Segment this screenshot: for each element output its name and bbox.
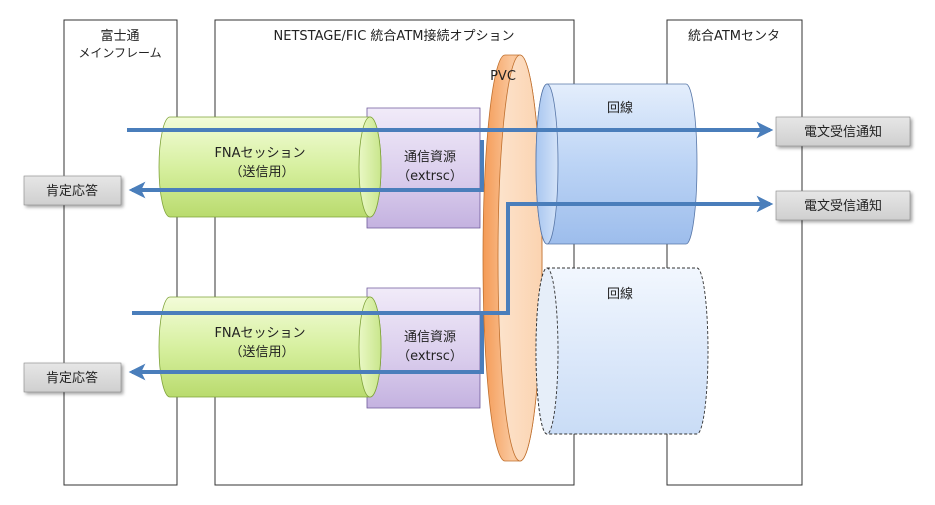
- netstage-title: NETSTAGE/FIC 統合ATM接続オプション: [274, 28, 515, 44]
- resource-cylinder-2: 通信資源 （extrsc）: [366, 287, 481, 409]
- mainframe-title-line1: 富士通: [100, 28, 139, 44]
- resource-2-label-line1: 通信資源: [404, 330, 456, 345]
- notify-1-label: 電文受信通知: [804, 124, 882, 140]
- session-2-label-line1: FNAセッション: [214, 326, 305, 341]
- resource-2-label-line2: （extrsc）: [397, 349, 463, 364]
- session-2-label-line2: （送信用）: [229, 345, 294, 360]
- response-box-1: [23, 175, 122, 206]
- mainframe-column: [63, 19, 178, 486]
- session-1-label-line2: （送信用）: [229, 165, 294, 180]
- response-box-2: [23, 362, 122, 393]
- notify-box-2: [775, 190, 911, 221]
- notify-2-label: 電文受信通知: [804, 198, 882, 214]
- line-cylinder-1: 回線: [535, 83, 698, 245]
- pvc-cylinder: PVC: [482, 54, 543, 462]
- line-cylinder-2: 回線: [535, 267, 709, 435]
- session-1-label-line1: FNAセッション: [214, 146, 305, 161]
- pvc-label: PVC: [490, 69, 516, 84]
- notify-box-1: [775, 116, 911, 147]
- center-title: 統合ATMセンタ: [688, 29, 780, 44]
- resource-cylinder-1: 通信資源 （extrsc）: [366, 107, 481, 229]
- line-1-label: 回線: [607, 100, 633, 116]
- notify-arrow-2: [132, 195, 774, 315]
- mainframe-title-line2: メインフレーム: [78, 46, 161, 60]
- response-1-label: 肯定応答: [46, 183, 98, 199]
- response-2-label: 肯定応答: [46, 370, 98, 386]
- response-arrow-1: [128, 140, 484, 199]
- response-arrow-2: [128, 313, 484, 381]
- resource-1-label-line2: （extrsc）: [397, 169, 463, 184]
- line-2-label: 回線: [607, 286, 633, 302]
- resource-1-label-line1: 通信資源: [404, 150, 456, 165]
